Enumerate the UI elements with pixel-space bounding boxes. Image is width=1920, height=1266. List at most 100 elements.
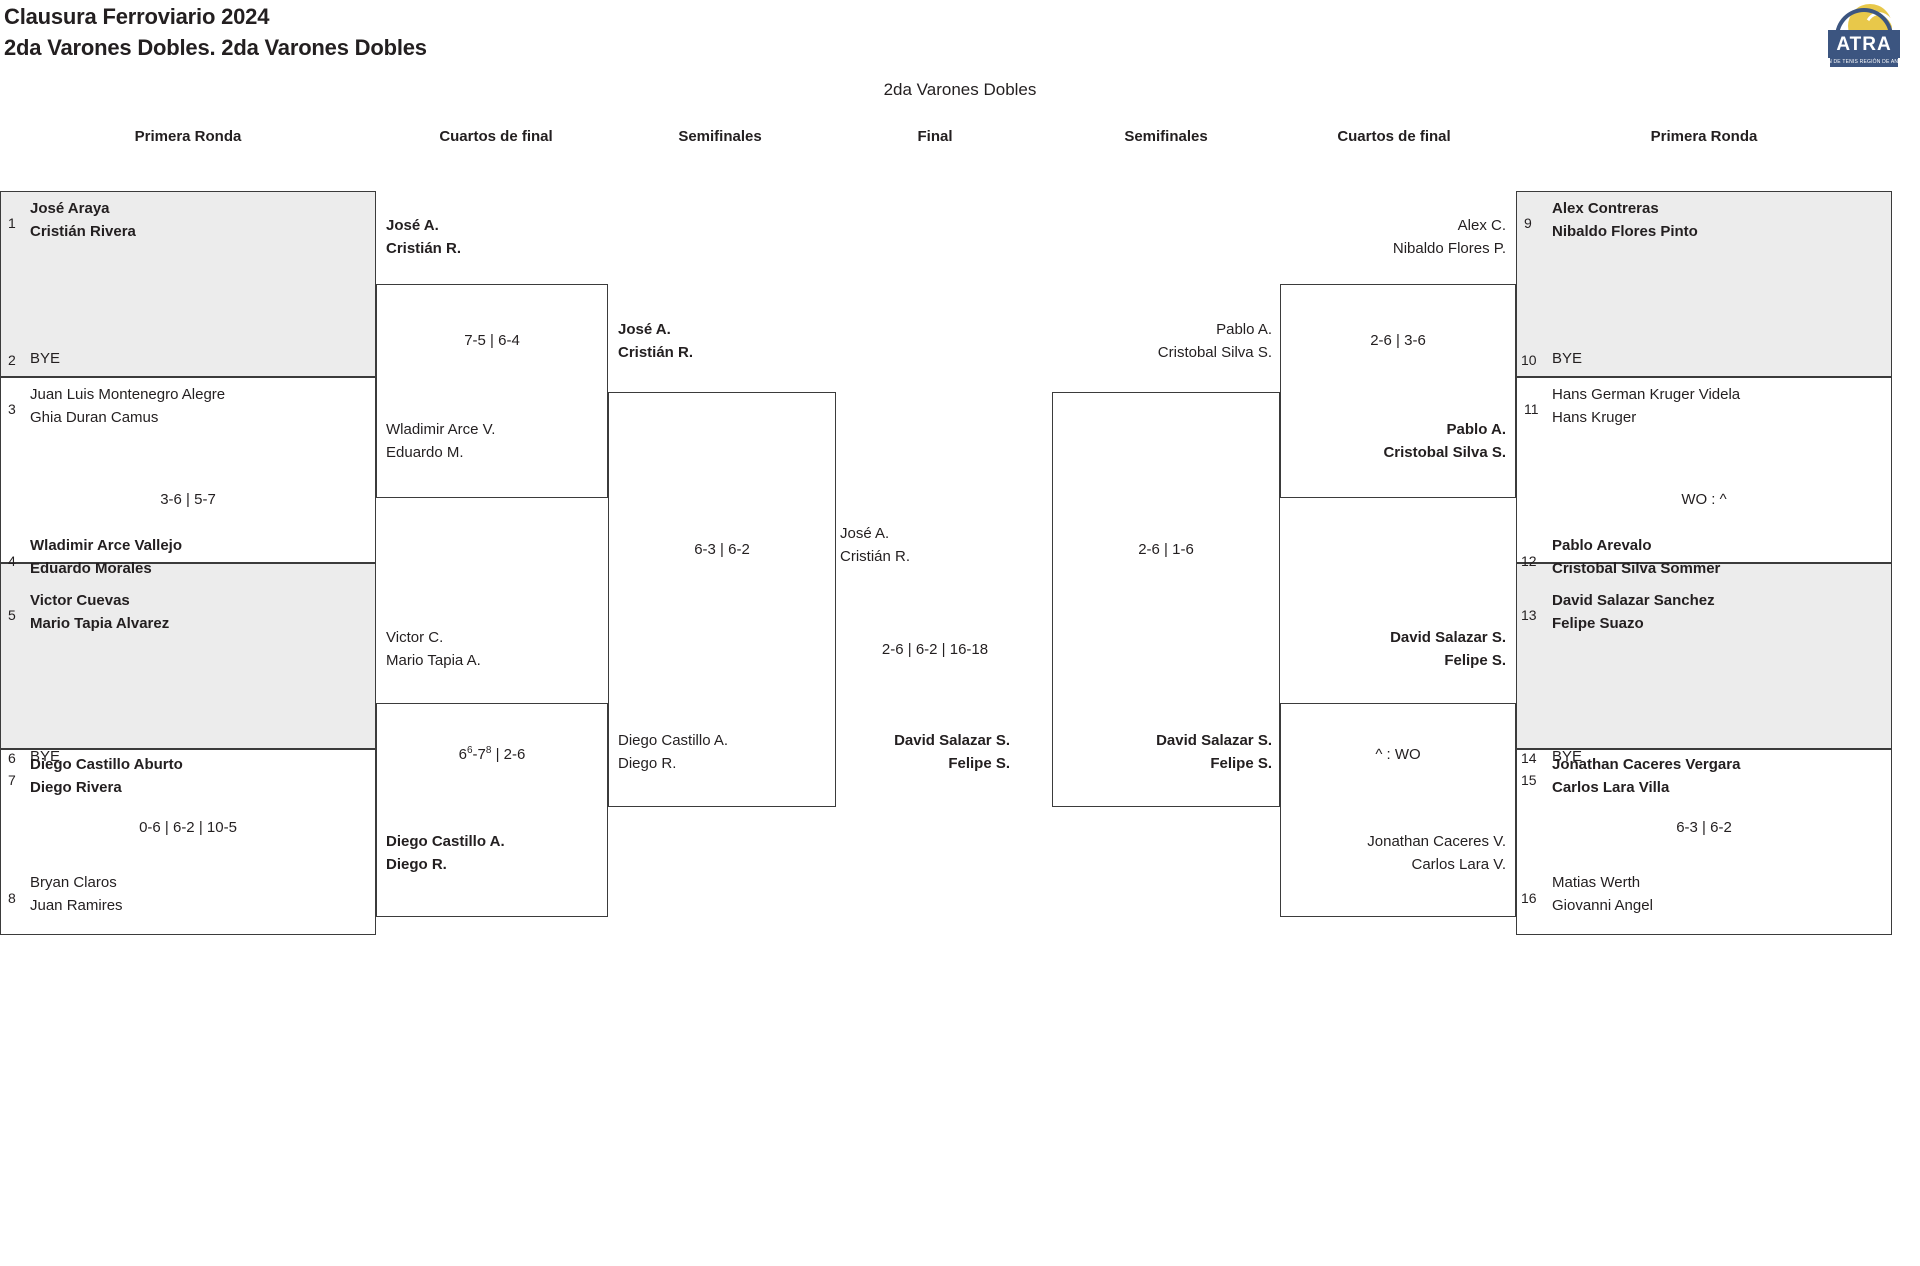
bye-label: BYE: [30, 350, 61, 367]
round-header-right-quarterfinal: Cuartos de final: [1337, 128, 1451, 145]
seed-number: 6: [8, 750, 16, 766]
logo-wordmark: ATRA: [1828, 30, 1900, 58]
player-name: José Araya: [30, 200, 110, 217]
player-name: Alex C.: [1457, 217, 1506, 234]
seed-number: 11: [1524, 401, 1539, 417]
left-r1-match-2-box[interactable]: [0, 377, 376, 563]
player-name: Felipe S.: [1444, 652, 1506, 669]
player-name: Diego Castillo A.: [618, 732, 729, 749]
player-name: Nibaldo Flores P.: [1392, 240, 1506, 257]
round-header-left-semifinal: Semifinales: [678, 128, 762, 145]
round-header-final: Final: [917, 128, 953, 145]
round-header-right-semifinal: Semifinales: [1124, 128, 1208, 145]
player-name: Diego Castillo A.: [386, 833, 505, 850]
round-header-left-quarterfinal: Cuartos de final: [439, 128, 553, 145]
player-name: Ghia Duran Camus: [30, 409, 159, 426]
player-name: Eduardo M.: [386, 444, 464, 461]
match-score-walkover: ^ : WO: [1375, 746, 1421, 763]
left-r1-match-1-box[interactable]: [0, 191, 376, 377]
seed-number: 5: [8, 607, 16, 623]
seed-number: 12: [1521, 553, 1537, 569]
player-name: David Salazar S.: [1390, 629, 1506, 646]
seed-number: 16: [1521, 890, 1537, 906]
player-name: Juan Ramires: [30, 897, 123, 914]
seed-number: 7: [8, 772, 16, 788]
right-r1-match-4-box[interactable]: [1516, 749, 1892, 935]
player-name: David Salazar Sanchez: [1552, 592, 1715, 609]
player-name: Hans German Kruger Videla: [1552, 386, 1741, 403]
round-header-left-first-round: Primera Ronda: [134, 128, 242, 145]
player-name: Pablo Arevalo: [1552, 537, 1652, 554]
player-name: Pablo A.: [1446, 421, 1506, 438]
player-name: Juan Luis Montenegro Alegre: [30, 386, 226, 403]
player-name: Jonathan Caceres Vergara: [1552, 756, 1741, 773]
left-sf-match-box[interactable]: [608, 392, 836, 807]
player-name: Carlos Lara V.: [1411, 856, 1507, 873]
player-name: Jonathan Caceres V.: [1367, 833, 1506, 850]
right-r1-match-2-box[interactable]: [1516, 377, 1892, 563]
player-name: Carlos Lara Villa: [1552, 779, 1670, 796]
atra-logo: ATRA ASOCIACIÓN DE TENIS REGIÓN DE ANTOF…: [1822, 2, 1906, 70]
bye-label: BYE: [1552, 350, 1583, 367]
seed-number: 14: [1521, 750, 1537, 766]
logo-tagline: ASOCIACIÓN DE TENIS REGIÓN DE ANTOFAGAST…: [1830, 58, 1898, 67]
player-name: Giovanni Angel: [1552, 897, 1653, 914]
right-qf-match-2-box[interactable]: [1280, 703, 1516, 917]
player-name: Matias Werth: [1552, 874, 1641, 891]
logo-arc-shape: [1835, 8, 1893, 48]
round-header-right-first-round: Primera Ronda: [1650, 128, 1758, 145]
seed-number: 10: [1521, 352, 1537, 368]
player-name: Diego Rivera: [30, 779, 122, 796]
player-name: Cristobal Silva Sommer: [1552, 560, 1721, 577]
seed-number: 9: [1524, 215, 1532, 231]
left-r1-match-3-box[interactable]: [0, 563, 376, 749]
seed-number: 1: [8, 215, 16, 231]
tournament-category: 2da Varones Dobles. 2da Varones Dobles: [4, 35, 427, 60]
player-name: José A.: [386, 217, 439, 234]
player-name: José A.: [618, 321, 671, 338]
player-name: Bryan Claros: [30, 874, 117, 891]
bye-label: BYE: [1552, 748, 1583, 765]
match-score: 2-6 | 3-6: [1370, 332, 1426, 349]
finalist-top-name: José A.: [840, 525, 890, 542]
player-name: Nibaldo Flores Pinto: [1552, 223, 1698, 240]
champion-name: David Salazar S.: [894, 732, 1010, 749]
player-name: Eduardo Morales: [30, 560, 152, 577]
player-name: Pablo A.: [1216, 321, 1272, 338]
player-name: Diego R.: [386, 856, 447, 873]
seed-number: 13: [1521, 607, 1537, 623]
right-sf-match-box[interactable]: [1052, 392, 1280, 807]
match-score: 6-3 | 6-2: [1676, 819, 1732, 836]
player-name: Felipe Suazo: [1552, 615, 1644, 632]
player-name: Mario Tapia Alvarez: [30, 615, 170, 632]
seed-number: 3: [8, 401, 16, 417]
right-qf-match-1-box[interactable]: [1280, 284, 1516, 498]
player-name: Diego Castillo Aburto: [30, 756, 183, 773]
player-name: Felipe S.: [1210, 755, 1272, 772]
left-qf-match-2-box[interactable]: [376, 703, 608, 917]
seed-number: 2: [8, 352, 16, 368]
player-name: Cristián R.: [618, 344, 694, 361]
right-r1-match-3-box[interactable]: [1516, 563, 1892, 749]
seed-number: 4: [8, 553, 16, 569]
match-score: 0-6 | 6-2 | 10-5: [139, 819, 237, 836]
player-name: Cristobal Silva S.: [1157, 344, 1272, 361]
match-score: 7-5 | 6-4: [464, 332, 520, 349]
left-qf-match-1-box[interactable]: [376, 284, 608, 498]
player-name: Victor Cuevas: [30, 592, 130, 609]
left-r1-match-4-box[interactable]: [0, 749, 376, 935]
player-name: Cristián Rivera: [30, 223, 136, 240]
match-score: 2-6 | 1-6: [1138, 541, 1194, 558]
match-score: 6-3 | 6-2: [694, 541, 750, 558]
match-score: 3-6 | 5-7: [160, 491, 216, 508]
draw-title: 2da Varones Dobles: [883, 80, 1037, 99]
final-score: 2-6 | 6-2 | 16-18: [881, 641, 989, 658]
player-name: Cristián R.: [386, 240, 462, 257]
right-r1-match-1-box[interactable]: [1516, 191, 1892, 377]
bye-label: BYE: [30, 748, 61, 765]
seed-number: 15: [1521, 772, 1537, 788]
seed-number: 8: [8, 890, 16, 906]
player-name: David Salazar S.: [1156, 732, 1272, 749]
player-name: Cristobal Silva S.: [1383, 444, 1506, 461]
